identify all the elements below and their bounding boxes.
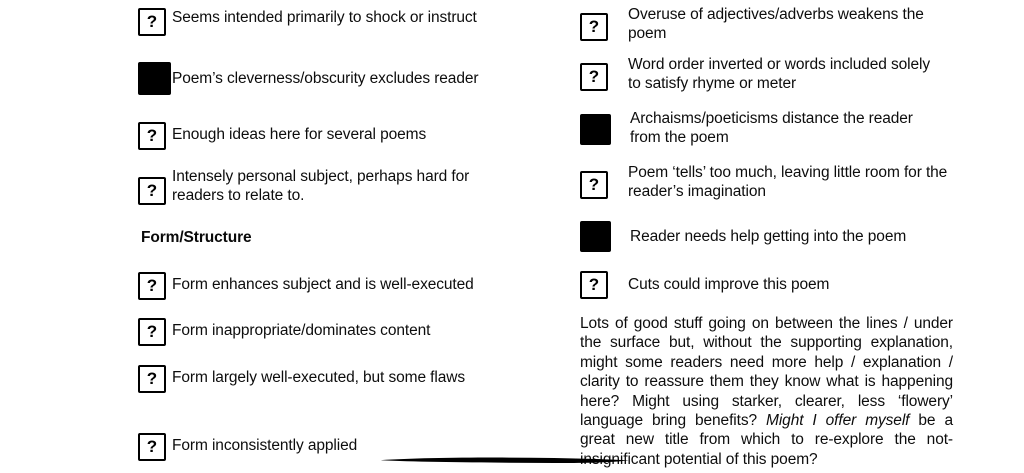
checklist-item-label: Poem ‘tells’ too much, leaving little ro… <box>628 164 948 200</box>
checklist-item[interactable]: ? Form enhances subject and is well-exec… <box>138 272 558 300</box>
checkbox-glyph: ? <box>146 368 158 388</box>
checklist-item-label: Intensely personal subject, perhaps hard… <box>172 168 470 204</box>
checkbox-slot: ? <box>580 221 614 252</box>
checkbox-unchecked-icon[interactable]: ? <box>138 122 166 150</box>
checklist-item-label: Overuse of adjectives/adverbs weakens th… <box>628 6 924 42</box>
checkbox-slot: ? <box>138 8 172 36</box>
checkbox-slot: ? <box>580 109 614 145</box>
checkbox-glyph: ? <box>146 11 158 31</box>
checklist-item[interactable]: ? Enough ideas here for several poems <box>138 122 558 150</box>
checklist-item[interactable]: ? Overuse of adjectives/adverbs weakens … <box>580 5 960 43</box>
checkbox-slot: ? <box>138 62 172 95</box>
checklist-item-label: Reader needs help getting into the poem <box>630 228 907 245</box>
checklist-item[interactable]: ? Intensely personal subject, perhaps ha… <box>138 167 538 205</box>
checkbox-slot: ? <box>138 365 172 393</box>
checklist-item-label: Cuts could improve this poem <box>628 276 830 293</box>
checklist-item-label: Seems intended primarily to shock or ins… <box>172 9 477 26</box>
checklist-item[interactable]: ? Form inappropriate/dominates content <box>138 318 558 346</box>
checkbox-unchecked-icon[interactable]: ? <box>580 171 608 199</box>
checkbox-slot: ? <box>138 318 172 346</box>
checkbox-slot: ? <box>580 55 614 91</box>
checklist-item[interactable]: ? Cuts could improve this poem <box>580 271 960 299</box>
checkbox-slot: ? <box>138 167 172 205</box>
checkbox-checked-icon[interactable]: ? <box>580 114 611 145</box>
checklist-item-label: Poem’s cleverness/obscurity excludes rea… <box>172 70 479 87</box>
checklist-item-label: Form enhances subject and is well-execut… <box>172 276 474 293</box>
checklist-item[interactable]: ? Form largely well-executed, but some f… <box>138 365 558 393</box>
checkbox-slot: ? <box>138 272 172 300</box>
checkbox-glyph: ? <box>588 174 600 194</box>
comment-part-1: Lots of good stuff going on between the … <box>580 315 953 430</box>
checkbox-unchecked-icon[interactable]: ? <box>580 271 608 299</box>
checklist-item[interactable]: ? Archaisms/poeticisms distance the read… <box>580 109 960 147</box>
checkbox-unchecked-icon[interactable]: ? <box>138 318 166 346</box>
checklist-item-label: Form inappropriate/dominates content <box>172 322 431 339</box>
checklist-item-label: Form inconsistently applied <box>172 437 358 454</box>
checkbox-checked-icon[interactable]: ? <box>138 62 171 95</box>
checkbox-glyph: ? <box>588 16 600 36</box>
checklist-item-label: Word order inverted or words included so… <box>628 56 931 92</box>
checkbox-glyph: ? <box>146 125 158 145</box>
checkbox-slot: ? <box>580 5 614 41</box>
feedback-comment: Lots of good stuff going on between the … <box>580 314 953 469</box>
checkbox-glyph: ? <box>588 66 600 86</box>
checkbox-glyph: ? <box>146 180 158 200</box>
checkbox-unchecked-icon[interactable]: ? <box>138 365 166 393</box>
checkbox-unchecked-icon[interactable]: ? <box>138 177 166 205</box>
checkbox-slot: ? <box>138 433 172 461</box>
checkbox-glyph: ? <box>146 321 158 341</box>
checkbox-unchecked-icon[interactable]: ? <box>138 433 166 461</box>
checkbox-glyph: ? <box>588 274 600 294</box>
checkbox-unchecked-icon[interactable]: ? <box>580 13 608 41</box>
checklist-item[interactable]: ? Poem’s cleverness/obscurity excludes r… <box>138 62 558 95</box>
checklist-item[interactable]: ? Poem ‘tells’ too much, leaving little … <box>580 163 960 201</box>
checklist-item[interactable]: ? Word order inverted or words included … <box>580 55 960 93</box>
checkbox-slot: ? <box>580 163 614 199</box>
section-heading-form-structure: Form/Structure <box>141 229 252 246</box>
checkbox-slot: ? <box>138 122 172 150</box>
checklist-item-label: Form largely well-executed, but some fla… <box>172 369 465 386</box>
checkbox-unchecked-icon[interactable]: ? <box>138 272 166 300</box>
comment-part-2: be a great new title from which to re-ex… <box>580 412 953 468</box>
checkbox-checked-icon[interactable]: ? <box>580 221 611 252</box>
checklist-item[interactable]: ? Form inconsistently applied <box>138 433 558 461</box>
checklist-item-label: Archaisms/poeticisms distance the reader… <box>630 110 913 146</box>
checklist-item[interactable]: ? Seems intended primarily to shock or i… <box>138 8 558 36</box>
comment-emphasis-title: Might I offer myself <box>766 412 910 430</box>
checkbox-unchecked-icon[interactable]: ? <box>138 8 166 36</box>
checkbox-slot: ? <box>580 271 614 299</box>
checkbox-unchecked-icon[interactable]: ? <box>580 63 608 91</box>
checkbox-glyph: ? <box>146 275 158 295</box>
checklist-item[interactable]: ? Reader needs help getting into the poe… <box>580 221 960 252</box>
checklist-item-label: Enough ideas here for several poems <box>172 126 427 143</box>
checkbox-glyph: ? <box>146 436 158 456</box>
